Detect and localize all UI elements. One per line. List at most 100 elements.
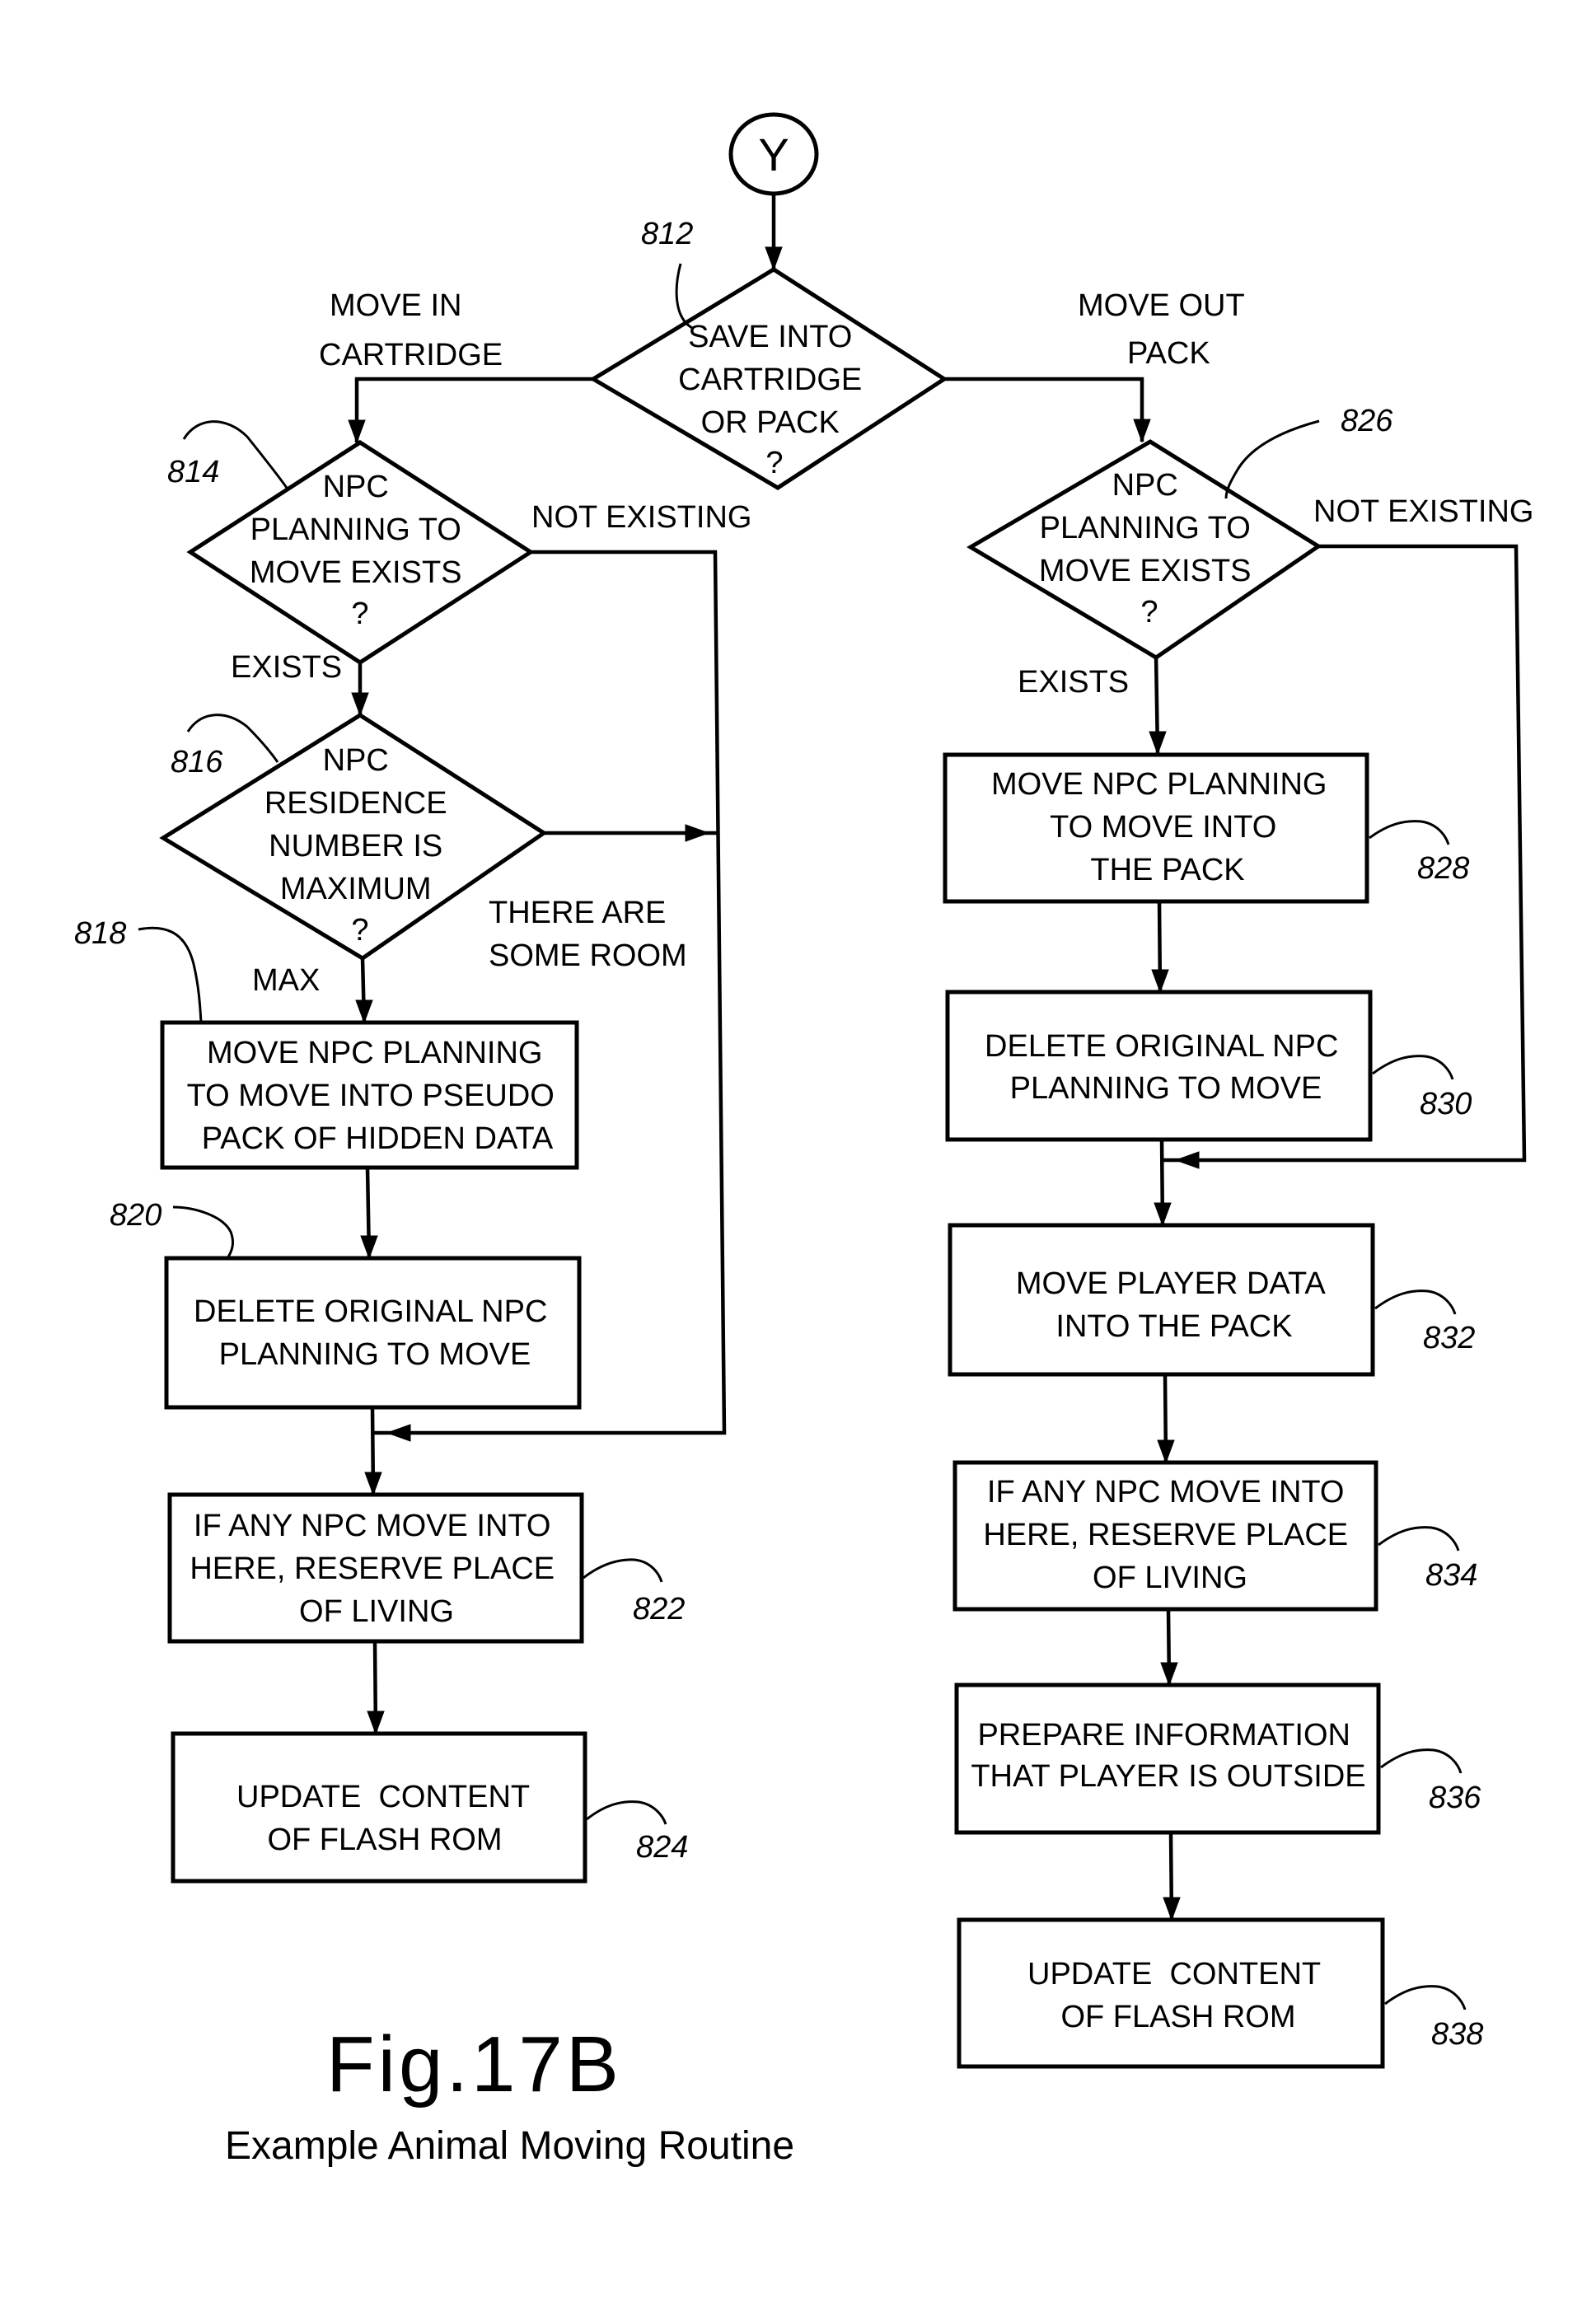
arrowhead-down <box>1161 1663 1177 1685</box>
leader-line-838 <box>1385 1987 1465 2010</box>
arrowhead-down <box>352 693 368 715</box>
text-line: HERE, RESERVE PLACE <box>983 1518 1348 1552</box>
leader-line-820 <box>173 1207 233 1258</box>
text-line: OF FLASH ROM <box>267 1823 502 1857</box>
arrowhead-down <box>356 1000 372 1023</box>
branch-label-not-existing-right: NOT EXISTING <box>1313 494 1533 529</box>
text-line: IF ANY NPC MOVE INTO <box>194 1509 551 1543</box>
leader-line-834 <box>1378 1528 1458 1551</box>
ref-label-814: 814 <box>167 455 219 489</box>
text-line: PREPARE INFORMATION <box>977 1718 1350 1753</box>
process-text: MOVE NPC PLANNING TO MOVE INTO PSEUDO PA… <box>187 1036 564 1156</box>
arrowhead-down <box>1134 419 1150 442</box>
text-line: OF LIVING <box>1093 1561 1247 1595</box>
arrowhead-down <box>1152 970 1168 992</box>
text-line: MOVE EXISTS <box>1039 554 1252 588</box>
process-832: MOVE PLAYER DATA INTO THE PACK <box>950 1225 1373 1374</box>
text-line: MAXIMUM <box>280 872 432 906</box>
text-line: OR PACK <box>701 405 840 440</box>
process-836: PREPARE INFORMATION THAT PLAYER IS OUTSI… <box>957 1685 1378 1832</box>
process-838: UPDATE CONTENT OF FLASH ROM <box>959 1920 1383 2066</box>
text-line: DELETE ORIGINAL NPC <box>194 1294 547 1329</box>
leader-line-818 <box>138 928 201 1023</box>
text-line: PLANNING TO <box>1040 511 1251 545</box>
text-line: HERE, RESERVE PLACE <box>190 1552 555 1586</box>
ref-label-818: 818 <box>74 916 126 951</box>
text-line: TO MOVE INTO PSEUDO <box>187 1079 555 1113</box>
branch-label-exists-left: EXISTS <box>231 650 342 685</box>
process-box <box>959 1920 1383 2066</box>
decision-812: SAVE INTO CARTRIDGE OR PACK ? <box>593 269 944 488</box>
figure-subtitle: Example Animal Moving Routine <box>225 2124 794 2168</box>
branch-label-not-existing-left: NOT EXISTING <box>531 500 751 535</box>
process-818: MOVE NPC PLANNING TO MOVE INTO PSEUDO PA… <box>162 1023 577 1168</box>
process-830: DELETE ORIGINAL NPC PLANNING TO MOVE <box>948 992 1370 1140</box>
leader-line-828 <box>1369 821 1449 845</box>
branch-label-move-in: MOVE IN <box>330 288 461 323</box>
leader-line-832 <box>1375 1291 1455 1314</box>
process-box <box>166 1258 579 1407</box>
decision-826: NPC PLANNING TO MOVE EXISTS ? <box>971 442 1318 658</box>
text-line: PLANNING TO MOVE <box>219 1337 531 1372</box>
figure-title: Fig.17B <box>326 2020 622 2108</box>
ref-label-826: 826 <box>1341 404 1393 438</box>
ref-label-830: 830 <box>1420 1087 1472 1121</box>
edge-812-826 <box>944 379 1142 442</box>
text-line: RESIDENCE <box>264 786 447 821</box>
arrowhead-down <box>367 1711 384 1734</box>
text-line: INTO THE PACK <box>1055 1309 1292 1344</box>
text-line: OF FLASH ROM <box>1060 2000 1295 2034</box>
arrowhead-left <box>1176 1152 1199 1168</box>
leader-line-836 <box>1381 1750 1461 1773</box>
text-line: NPC <box>323 743 389 778</box>
arrowhead-down <box>361 1236 377 1258</box>
branch-label-there-are: THERE ARE <box>489 896 666 930</box>
text-line: ? <box>1140 595 1158 629</box>
text-line: OF LIVING <box>299 1594 454 1629</box>
text-line: NPC <box>323 470 389 504</box>
process-834: IF ANY NPC MOVE INTO HERE, RESERVE PLACE… <box>955 1463 1376 1609</box>
process-828: MOVE NPC PLANNING TO MOVE INTO THE PACK <box>945 755 1367 901</box>
branch-label-exists-right: EXISTS <box>1018 665 1129 700</box>
arrowhead-right <box>686 825 709 841</box>
leader-line-826 <box>1226 421 1319 498</box>
arrowhead-down <box>1149 732 1166 754</box>
arrowhead-down <box>1163 1898 1180 1920</box>
leader-line-830 <box>1373 1056 1453 1079</box>
branch-label-max: MAX <box>252 963 320 998</box>
ref-label-832: 832 <box>1423 1321 1475 1355</box>
text-line: PLANNING TO <box>250 512 461 547</box>
text-line: IF ANY NPC MOVE INTO <box>987 1475 1345 1509</box>
arrowhead-left <box>387 1425 410 1441</box>
text-line: MOVE EXISTS <box>250 555 462 590</box>
branch-label-some-room: SOME ROOM <box>489 938 687 973</box>
text-line: SAVE INTO <box>688 320 852 354</box>
text-line: THAT PLAYER IS OUTSIDE <box>971 1759 1365 1794</box>
ref-label-836: 836 <box>1429 1781 1481 1815</box>
text-line: CARTRIDGE <box>678 363 862 397</box>
text-line: PACK OF HIDDEN DATA <box>202 1121 554 1156</box>
arrowhead-down <box>1154 1203 1171 1225</box>
text-line: NPC <box>1112 468 1178 503</box>
arrowhead-down <box>1158 1440 1174 1463</box>
process-822: IF ANY NPC MOVE INTO HERE, RESERVE PLACE… <box>170 1495 582 1641</box>
branch-label-cartridge: CARTRIDGE <box>319 338 503 372</box>
process-824: UPDATE CONTENT OF FLASH ROM <box>173 1734 585 1881</box>
connector-y: Y <box>731 115 817 194</box>
text-line: ? <box>351 913 368 948</box>
process-box <box>948 992 1370 1140</box>
leader-line-824 <box>587 1802 666 1824</box>
edge-812-814 <box>357 379 593 442</box>
text-line: ? <box>351 597 368 631</box>
text-line: DELETE ORIGINAL NPC <box>985 1029 1338 1064</box>
text-line: PLANNING TO MOVE <box>1010 1071 1322 1106</box>
decision-814: NPC PLANNING TO MOVE EXISTS ? <box>190 442 531 662</box>
process-820: DELETE ORIGINAL NPC PLANNING TO MOVE <box>166 1258 579 1407</box>
ref-label-820: 820 <box>110 1198 161 1233</box>
ref-label-834: 834 <box>1425 1558 1477 1593</box>
branch-label-move-out: MOVE OUT <box>1078 288 1245 323</box>
arrowhead-down <box>365 1472 381 1495</box>
text-line: TO MOVE INTO <box>1050 810 1276 845</box>
ref-label-812: 812 <box>641 217 693 251</box>
